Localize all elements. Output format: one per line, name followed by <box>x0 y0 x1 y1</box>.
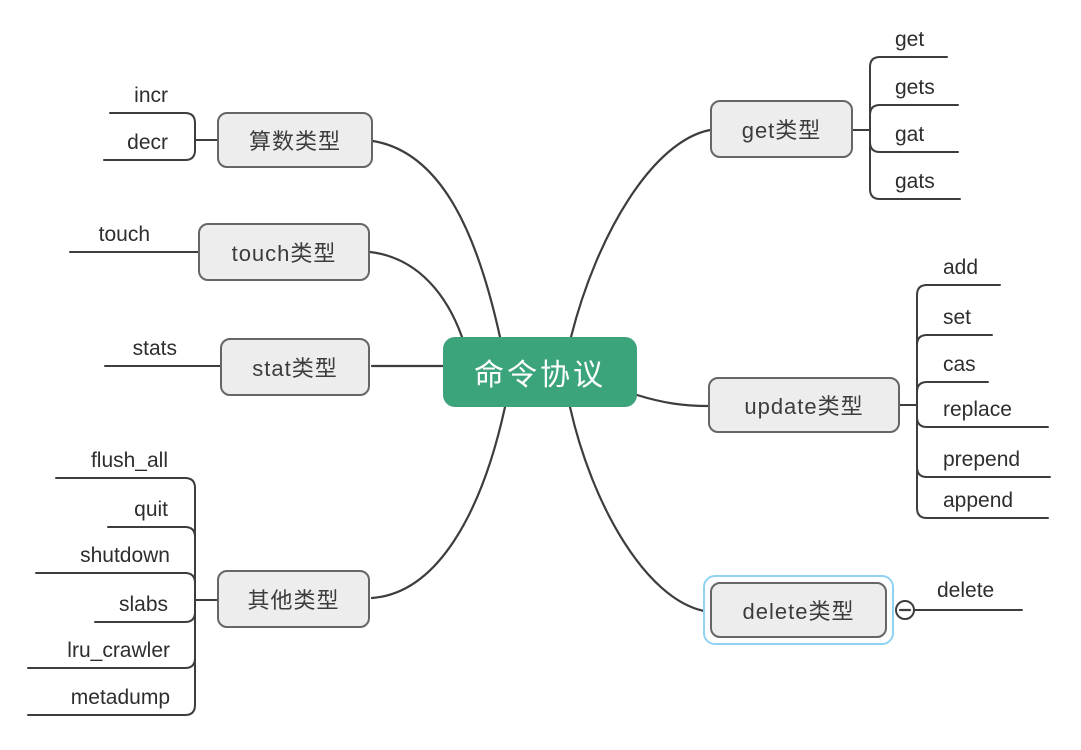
branch-node-get[interactable]: get类型 <box>710 100 853 158</box>
leaf-incr[interactable]: incr <box>134 84 168 107</box>
edge-root-update <box>635 393 710 408</box>
leaf-stats[interactable]: stats <box>132 337 177 360</box>
leaf-metadump[interactable]: metadump <box>70 686 170 709</box>
branch-node-touch[interactable]: touch类型 <box>198 223 370 281</box>
leaf-gat[interactable]: gat <box>895 123 925 146</box>
leaf-shutdown[interactable]: shutdown <box>80 544 170 567</box>
branch-node-update[interactable]: update类型 <box>708 377 900 433</box>
leaf-replace[interactable]: replace <box>943 398 1012 421</box>
leaf-decr[interactable]: decr <box>127 131 168 154</box>
leaf-set[interactable]: set <box>943 306 972 329</box>
leaf-append[interactable]: append <box>943 489 1014 512</box>
leaf-gets[interactable]: gets <box>895 76 935 99</box>
root-node[interactable]: 命令协议 <box>443 337 637 407</box>
leaf-gats[interactable]: gats <box>895 170 935 193</box>
branch-node-stat[interactable]: stat类型 <box>220 338 370 396</box>
edge-root-delete <box>568 405 706 613</box>
leaf-prepend[interactable]: prepend <box>943 448 1021 471</box>
bracket-update <box>899 284 1051 519</box>
branch-node-arith[interactable]: 算数类型 <box>217 112 373 168</box>
collapse-minus-icon[interactable] <box>895 600 915 620</box>
leaf-lru-crawler[interactable]: lru_crawler <box>67 639 170 662</box>
leaf-add[interactable]: add <box>943 256 979 279</box>
selection-ring <box>703 575 894 645</box>
branch-node-other[interactable]: 其他类型 <box>217 570 370 628</box>
edge-root-get <box>569 128 712 339</box>
leaf-get[interactable]: get <box>895 28 925 51</box>
bracket-arith <box>103 112 219 161</box>
leaf-touch[interactable]: touch <box>98 223 150 246</box>
edge-root-arith <box>371 139 502 339</box>
edge-root-other <box>370 405 507 600</box>
leaf-slabs[interactable]: slabs <box>118 593 168 616</box>
leaf-quit[interactable]: quit <box>134 498 168 521</box>
leaf-delete[interactable]: delete <box>937 579 995 602</box>
edge-root-touch <box>368 250 464 339</box>
leaf-cas[interactable]: cas <box>943 353 976 376</box>
bracket-other <box>27 477 219 716</box>
branch-node-delete[interactable]: delete类型 <box>710 582 887 638</box>
bracket-get <box>852 56 961 200</box>
leaf-flush-all[interactable]: flush_all <box>90 449 168 472</box>
